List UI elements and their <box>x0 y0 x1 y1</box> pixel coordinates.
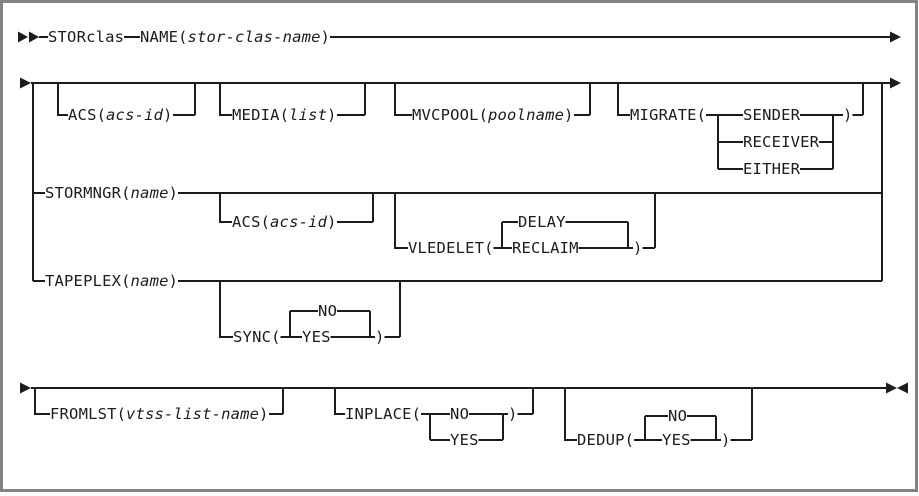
default-sync-no: NO <box>318 302 337 320</box>
statement-end-arrow-icon <box>886 382 897 394</box>
variable-list: list <box>289 106 327 124</box>
choice-receiver: RECEIVER <box>743 133 820 151</box>
keyword-tapeplex-close: ) <box>169 272 178 290</box>
keyword-name-close: ) <box>321 28 330 46</box>
variable-stormngr-name: name <box>131 184 169 202</box>
keyword-dedup-close: ) <box>721 431 730 449</box>
choice-either: EITHER <box>743 160 801 178</box>
statement-end-arrow2-icon <box>897 382 908 394</box>
keyword-dedup-open: DEDUP( <box>577 431 634 449</box>
keyword-mvcpool-open: MVCPOOL( <box>412 106 488 124</box>
default-delay: DELAY <box>518 213 566 231</box>
keyword-name-open: NAME( <box>140 28 188 46</box>
variable-tapeplex-name: name <box>131 272 169 290</box>
stormngr-acs-bypass-lines <box>219 193 374 223</box>
fromlst-bypass-lines <box>34 388 284 415</box>
keyword-vledelet-close: ) <box>633 239 642 257</box>
choice-reclaim: RECLAIM <box>512 239 579 257</box>
keyword-media-open: MEDIA( <box>232 106 289 124</box>
inplace-bypass-lines <box>334 388 534 441</box>
variable-poolname: poolname <box>487 106 564 124</box>
keyword-acs-close: ) <box>163 106 172 124</box>
choice-inplace-no: NO <box>450 405 469 423</box>
keyword-tapeplex-open: TAPEPLEX( <box>45 272 131 290</box>
acs-bypass-lines <box>57 83 196 116</box>
row3-entry-arrow-icon <box>20 382 31 394</box>
variable-stormngr-acs-id: acs-id <box>270 213 328 231</box>
row2-main-lines <box>31 82 890 281</box>
statement-start-arrow-icon <box>18 31 28 43</box>
variable-acs-id: acs-id <box>106 106 164 124</box>
keyword-fromlst-open: FROMLST( <box>50 405 126 423</box>
keyword-stormngr-acs-open: ACS( <box>232 213 270 231</box>
default-dedup-no: NO <box>668 407 687 425</box>
keyword-media-close: ) <box>327 106 336 124</box>
keyword-mvcpool-close: ) <box>564 106 573 124</box>
keyword-stormngr-close: ) <box>169 184 178 202</box>
choice-sender: SENDER <box>743 106 801 124</box>
media-bypass-lines <box>219 83 366 116</box>
variable-vtss-list-name: vtss-list-name <box>126 405 259 423</box>
keyword-acs-open: ACS( <box>68 106 106 124</box>
mvcpool-bypass-lines <box>394 83 591 116</box>
vledelet-bypass-lines <box>394 193 656 249</box>
keyword-migrate-close: ) <box>843 106 852 124</box>
variable-stor-clas-name: stor-clas-name <box>188 28 321 46</box>
keyword-vledelet-open: VLEDELET( <box>408 239 494 257</box>
row2-continue-arrow-icon <box>890 77 901 89</box>
keyword-sync-close: ) <box>375 328 384 346</box>
choice-sync-yes: YES <box>302 328 331 346</box>
keyword-fromlst-close: ) <box>259 405 268 423</box>
keyword-sync-open: SYNC( <box>233 328 281 346</box>
keyword-stormngr-acs-close: ) <box>327 213 336 231</box>
migrate-bypass-lines <box>617 83 864 170</box>
row1-continue-arrow-icon <box>890 31 901 43</box>
sync-bypass-lines <box>219 281 401 338</box>
keyword-inplace-open: INPLACE( <box>345 405 421 423</box>
keyword-storclas: STORclas <box>48 28 124 46</box>
keyword-migrate-open: MIGRATE( <box>630 106 706 124</box>
choice-dedup-yes: YES <box>662 431 691 449</box>
row2-entry-arrow-icon <box>20 77 31 89</box>
dedup-bypass-lines <box>564 388 753 441</box>
choice-inplace-yes: YES <box>450 431 479 449</box>
keyword-inplace-close: ) <box>508 405 517 423</box>
keyword-stormngr-open: STORMNGR( <box>45 184 131 202</box>
statement-start-arrow2-icon <box>29 31 39 43</box>
